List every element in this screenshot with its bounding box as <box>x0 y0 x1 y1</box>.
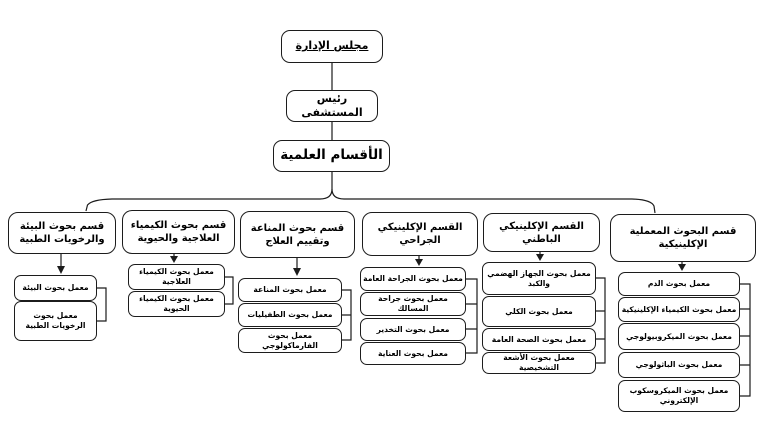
lab-label: معمل بحوث الجراحة العامة <box>363 274 463 284</box>
lab-label: معمل بحوث الكيمياء العلاجية <box>139 267 214 286</box>
lab-box: معمل بحوث التخدير <box>360 318 466 341</box>
lab-box: معمل بحوث العناية <box>360 342 466 365</box>
department-label: القسم الإكلينيكي الجراحي <box>377 222 463 246</box>
lab-label: معمل بحوث الميكروسكوب الإلكتروني <box>629 386 729 405</box>
connector-fan-right <box>331 188 656 214</box>
department-box-surgical: القسم الإكلينيكي الجراحي <box>362 212 478 256</box>
lab-box: معمل بحوث الكيمياء العلاجية <box>128 264 225 290</box>
lab-label: معمل بحوث البيئة <box>22 283 89 293</box>
scientific-departments-label: الأقسام العلمية <box>280 147 383 164</box>
department-label: قسم بحوث الكيمياء العلاجية والحيوية <box>130 220 227 244</box>
lab-label: معمل بحوث الأشعة التشخيصية <box>503 353 575 372</box>
lab-label: معمل بحوث العناية <box>378 348 449 358</box>
lab-box: معمل بحوث جراحة المسالك <box>360 292 466 316</box>
lab-box: معمل بحوث الميكروبيولوجي <box>618 323 740 350</box>
lab-label: معمل بحوث الكلي <box>505 306 573 316</box>
lab-box: معمل بحوث الميكروسكوب الإلكتروني <box>618 380 740 412</box>
department-box-internal: القسم الإكلينيكي الباطني <box>483 213 600 252</box>
bracket-branch-6 <box>740 283 751 397</box>
lab-label: معمل بحوث الميكروبيولوجي <box>626 331 732 341</box>
department-box-immunology: قسم بحوث المناعة وتقييم العلاج <box>240 211 355 258</box>
department-label: القسم الإكلينيكي الباطني <box>499 220 584 245</box>
lab-label: معمل بحوث المناعة <box>253 285 327 295</box>
lab-box: معمل بحوث الرخويات الطبية <box>14 301 97 341</box>
board-of-directors-label: مجلس الإدارة <box>295 39 369 53</box>
lab-label: معمل بحوث الرخويات الطبية <box>25 311 86 330</box>
department-box-environment: قسم بحوث البيئة والرخويات الطبية <box>8 212 116 254</box>
lab-box: معمل بحوث الفارماكولوجي <box>238 328 342 353</box>
department-label: قسم البحوث المعملية الإكلينيكية <box>629 226 737 250</box>
lab-box: معمل بحوث الطفيليات <box>238 303 342 327</box>
bracket-branch-5 <box>596 277 606 364</box>
lab-label: معمل بحوث التخدير <box>376 324 450 334</box>
department-box-chemistry: قسم بحوث الكيمياء العلاجية والحيوية <box>122 210 235 254</box>
department-box-clinical-labs: قسم البحوث المعملية الإكلينيكية <box>610 214 756 262</box>
lab-box: معمل بحوث الصحة العامة <box>482 328 596 351</box>
board-of-directors-box: مجلس الإدارة <box>281 30 383 63</box>
lab-label: معمل بحوث الصحة العامة <box>491 334 587 344</box>
lab-box: معمل بحوث المناعة <box>238 278 342 302</box>
bracket-branch-1 <box>97 287 107 322</box>
lab-label: معمل بحوث الجهاز الهضمي والكبد <box>487 268 591 288</box>
department-label: قسم بحوث المناعة وتقييم العلاج <box>250 222 345 247</box>
lab-box: معمل بحوث الكلي <box>482 296 596 327</box>
lab-label: معمل بحوث الدم <box>647 279 711 289</box>
connector-fan-left <box>85 172 333 212</box>
lab-label: معمل بحوث الكيمياء الحيوية <box>139 294 214 313</box>
lab-label: معمل بحوث جراحة المسالك <box>378 294 448 313</box>
lab-box: معمل بحوث الجهاز الهضمي والكبد <box>482 262 596 295</box>
lab-label: معمل بحوث الفارماكولوجي <box>262 330 318 350</box>
scientific-departments-box: الأقسام العلمية <box>273 140 390 172</box>
hospital-president-box: رئيس المستشفى <box>286 90 378 122</box>
lab-label: معمل بحوث الطفيليات <box>247 310 333 320</box>
lab-box: معمل بحوث الجراحة العامة <box>360 267 466 291</box>
bracket-branch-4 <box>466 278 478 354</box>
lab-box: معمل بحوث الكيمياء الحيوية <box>128 291 225 317</box>
lab-box: معمل بحوث الأشعة التشخيصية <box>482 352 596 374</box>
department-label: قسم بحوث البيئة والرخويات الطبية <box>19 221 105 245</box>
lab-box: معمل بحوث البيئة <box>14 275 97 301</box>
bracket-branch-3 <box>342 289 352 341</box>
lab-label: معمل بحوث الباثولوجي <box>635 360 723 370</box>
bracket-branch-2 <box>225 276 234 305</box>
lab-box: معمل بحوث الباثولوجي <box>618 352 740 378</box>
arrowheads <box>57 254 686 276</box>
lab-box: معمل بحوث الكيمياء الإكلينيكية <box>618 297 740 322</box>
lab-box: معمل بحوث الدم <box>618 272 740 296</box>
lab-label: معمل بحوث الكيمياء الإكلينيكية <box>621 304 737 314</box>
hospital-president-label: رئيس المستشفى <box>301 91 363 119</box>
